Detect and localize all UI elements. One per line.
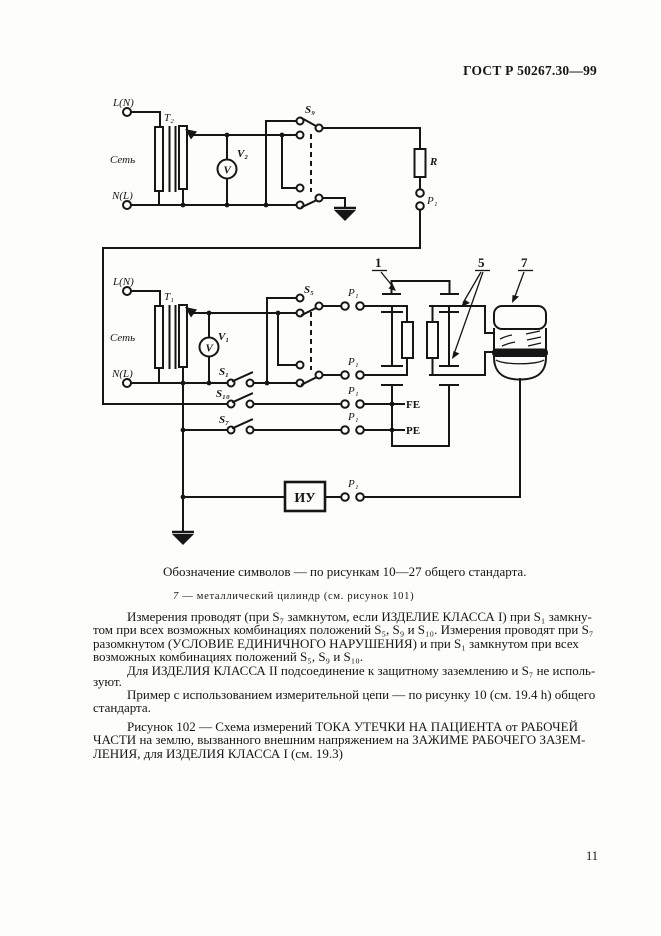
p1-label-lower: P₁ bbox=[347, 356, 359, 368]
page-number: 11 bbox=[586, 849, 599, 863]
s5-label: S₅ bbox=[304, 284, 314, 296]
connector-p1-top-b bbox=[415, 201, 425, 211]
callout-1-label: 1 bbox=[375, 255, 382, 270]
tap-arrow-icon bbox=[185, 129, 197, 140]
switch-s9 bbox=[295, 116, 324, 210]
terminal-label-nl: N(L) bbox=[111, 190, 133, 202]
equipment-circuit-t1: L(N) Сеть N(L) T₁ V bbox=[102, 276, 521, 545]
standard-header: ГОСТ Р 50267.30—99 bbox=[463, 63, 597, 78]
voltmeter-v-glyph-2: V bbox=[206, 343, 215, 355]
switch-s5 bbox=[295, 293, 324, 388]
figure-caption-line: ЧАСТИ на землю, вызванного внешним напря… bbox=[93, 732, 586, 747]
impedance-1-icon bbox=[401, 321, 414, 359]
p1-label-pe: P₁ bbox=[347, 411, 359, 423]
body-line: разомкнутом (УСЛОВИЕ ЕДИНИЧНОГО НАРУШЕНИ… bbox=[93, 635, 579, 651]
earth-symbol-bottom bbox=[172, 530, 194, 545]
terminal-label-ln: L(N) bbox=[112, 97, 134, 109]
callout-5-arrow-a-icon bbox=[461, 299, 470, 307]
tap-arrow-icon-2 bbox=[185, 307, 197, 318]
body-line: Пример с использованием измерительной це… bbox=[127, 686, 596, 702]
connector-p1-top-a bbox=[415, 188, 425, 198]
voltmeter-v-glyph: V bbox=[224, 165, 233, 177]
body-line: Для ИЗДЕЛИЯ КЛАССА II подсоединение к за… bbox=[127, 662, 596, 678]
s10-label: S₁₀ bbox=[216, 388, 230, 400]
terminal-nl-2 bbox=[122, 378, 132, 388]
callout-1-arrow-icon bbox=[388, 283, 396, 291]
terminal-ln bbox=[122, 107, 132, 117]
body-line: зуют. bbox=[93, 673, 122, 689]
terminal-label-ln-2: L(N) bbox=[112, 276, 134, 288]
body-line: стандарта. bbox=[93, 700, 151, 715]
voltmeter-v1: V bbox=[198, 312, 220, 384]
callout-5-arrow-b-icon bbox=[452, 351, 460, 359]
r-label: R bbox=[429, 156, 437, 168]
voltmeter-v2: V bbox=[216, 134, 238, 206]
mains-label-2: Сеть bbox=[110, 332, 135, 344]
fe-terminal-label: FE bbox=[406, 399, 420, 411]
body-line: том при всех возможных комбинациях полож… bbox=[93, 622, 594, 637]
p1-label-iu: P₁ bbox=[347, 478, 359, 490]
switch-s10 bbox=[226, 392, 255, 409]
circuit-diagram: L(N) Сеть N(L) T₂ V bbox=[102, 97, 548, 545]
legend-text: — металлический цилиндр (см. рисунок 101… bbox=[182, 591, 415, 602]
switch-s1 bbox=[226, 371, 255, 388]
earth-symbol-top bbox=[334, 206, 356, 221]
figure-caption-line: Рисунок 102 — Схема измерений ТОКА УТЕЧК… bbox=[127, 718, 578, 734]
supply-circuit-t2: L(N) Сеть N(L) T₂ V bbox=[102, 97, 438, 405]
terminal-ln-2 bbox=[122, 286, 132, 296]
switch-s7 bbox=[226, 418, 255, 435]
resistor-r-icon bbox=[413, 148, 427, 178]
p1-label-upper: P₁ bbox=[347, 287, 359, 299]
v2-label: V₂ bbox=[237, 148, 248, 160]
t2-label: T₂ bbox=[164, 112, 174, 124]
symbols-note: Обозначение символов — по рисункам 10—27… bbox=[163, 564, 527, 579]
terminal-label-nl-2: N(L) bbox=[111, 368, 133, 380]
callout-5-label: 5 bbox=[478, 255, 485, 270]
callouts: 1 5 7 bbox=[372, 255, 533, 359]
terminal-nl bbox=[122, 200, 132, 210]
impedance-2-icon bbox=[426, 321, 439, 359]
body-line: возможных комбинациях положений S₅, S₉ и… bbox=[93, 649, 364, 664]
t1-label: T₁ bbox=[164, 291, 174, 303]
callout-7-arrow-icon bbox=[512, 295, 519, 303]
transformer-t2-icon bbox=[130, 111, 188, 206]
s1-label: S₁ bbox=[219, 366, 229, 378]
figure-caption-line: ЛЕНИЯ, для ИЗДЕЛИЯ КЛАССА I (см. 19.3) bbox=[93, 745, 343, 761]
p1-label-top: P₁ bbox=[426, 195, 438, 207]
pe-terminal-label: PE bbox=[406, 425, 420, 437]
callout-7-label: 7 bbox=[521, 255, 528, 270]
s9-label: S₉ bbox=[305, 104, 315, 116]
metal-cylinder bbox=[492, 305, 548, 381]
measuring-device-label: ИУ bbox=[294, 491, 315, 506]
legend-item: 7 — металлический цилиндр (см. рисунок 1… bbox=[173, 591, 414, 602]
equipment-applied-parts bbox=[381, 280, 495, 447]
p1-label-fe: P₁ bbox=[347, 385, 359, 397]
body-line: Измерения проводят (при S₇ замкнутом, ес… bbox=[127, 608, 592, 624]
s7-label: S₇ bbox=[219, 414, 229, 426]
v1-label: V₁ bbox=[218, 331, 229, 343]
transformer-t1-icon bbox=[130, 290, 188, 384]
mains-label: Сеть bbox=[110, 154, 135, 166]
legend-number: 7 bbox=[173, 591, 179, 602]
